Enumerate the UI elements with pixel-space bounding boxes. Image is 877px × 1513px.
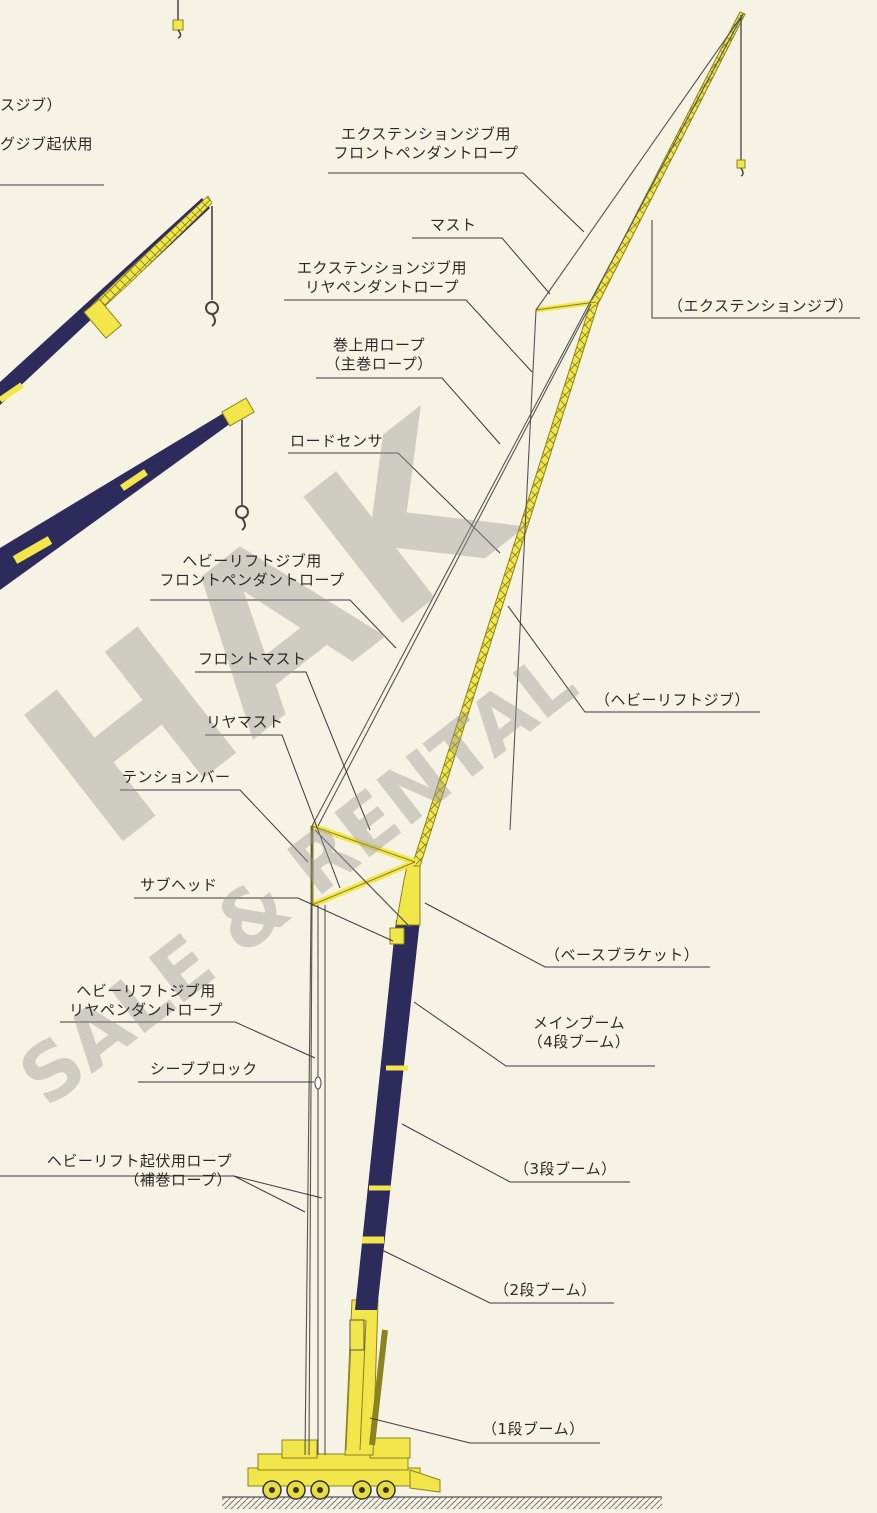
- sheave-block-label: シーブブロック: [150, 1060, 258, 1078]
- crane-carrier: [247, 1437, 441, 1500]
- main-boom-label: メインブーム （4段ブーム）: [527, 1014, 631, 1051]
- luffing-jib-partial-label: グジブ起伏用: [0, 135, 94, 153]
- ext-jib-partial-label: スジブ）: [0, 96, 63, 114]
- ground: [222, 1497, 662, 1509]
- extension-jib-label: （エクステンションジブ）: [668, 297, 854, 315]
- top-hook-fragment: [172, 0, 184, 39]
- secondary-crane-lower: [0, 397, 255, 590]
- boom-3-label: （3段ブーム）: [514, 1160, 617, 1178]
- svg-text:HAK: HAK: [0, 365, 559, 894]
- rear-mast-label: リヤマスト: [206, 713, 284, 731]
- secondary-crane-upper: [0, 195, 219, 405]
- base-bracket-label: （ベースブラケット）: [545, 946, 700, 964]
- main-boom: [344, 861, 421, 1456]
- tension-bar-label: テンションバー: [122, 768, 231, 786]
- ext-rear-pendant-label: エクステンションジブ用 リヤペンダントロープ: [296, 259, 468, 296]
- heavy-lift-jib-label: （ヘビーリフトジブ）: [595, 691, 751, 709]
- boom-1-label: （1段ブーム）: [482, 1420, 585, 1438]
- extension-jib-hook: [736, 15, 746, 177]
- sub-head-label: サブヘッド: [140, 876, 218, 894]
- load-sensor-label: ロードセンサ: [290, 432, 384, 450]
- masts: [310, 823, 417, 928]
- leader-lines: [0, 172, 860, 1444]
- hl-luffing-rope-label: ヘビーリフト起伏用ロープ （補巻ロープ）: [46, 1152, 232, 1189]
- boom-2-label: （2段ブーム）: [494, 1281, 597, 1299]
- ropes: [304, 13, 744, 1456]
- hoist-rope-label: 巻上用ロープ （主巻ロープ）: [325, 336, 433, 373]
- mast-label: マスト: [430, 216, 477, 234]
- extension-jib: [590, 11, 746, 305]
- hl-rear-pendant-label: ヘビーリフトジブ用 リヤペンダントロープ: [68, 982, 224, 1019]
- front-mast-label: フロントマスト: [198, 650, 307, 668]
- ext-front-pendant-label: エクステンションジブ用 フロントペンダントロープ: [333, 125, 519, 162]
- hl-front-pendant-label: ヘビーリフトジブ用 フロントペンダントロープ: [159, 552, 345, 589]
